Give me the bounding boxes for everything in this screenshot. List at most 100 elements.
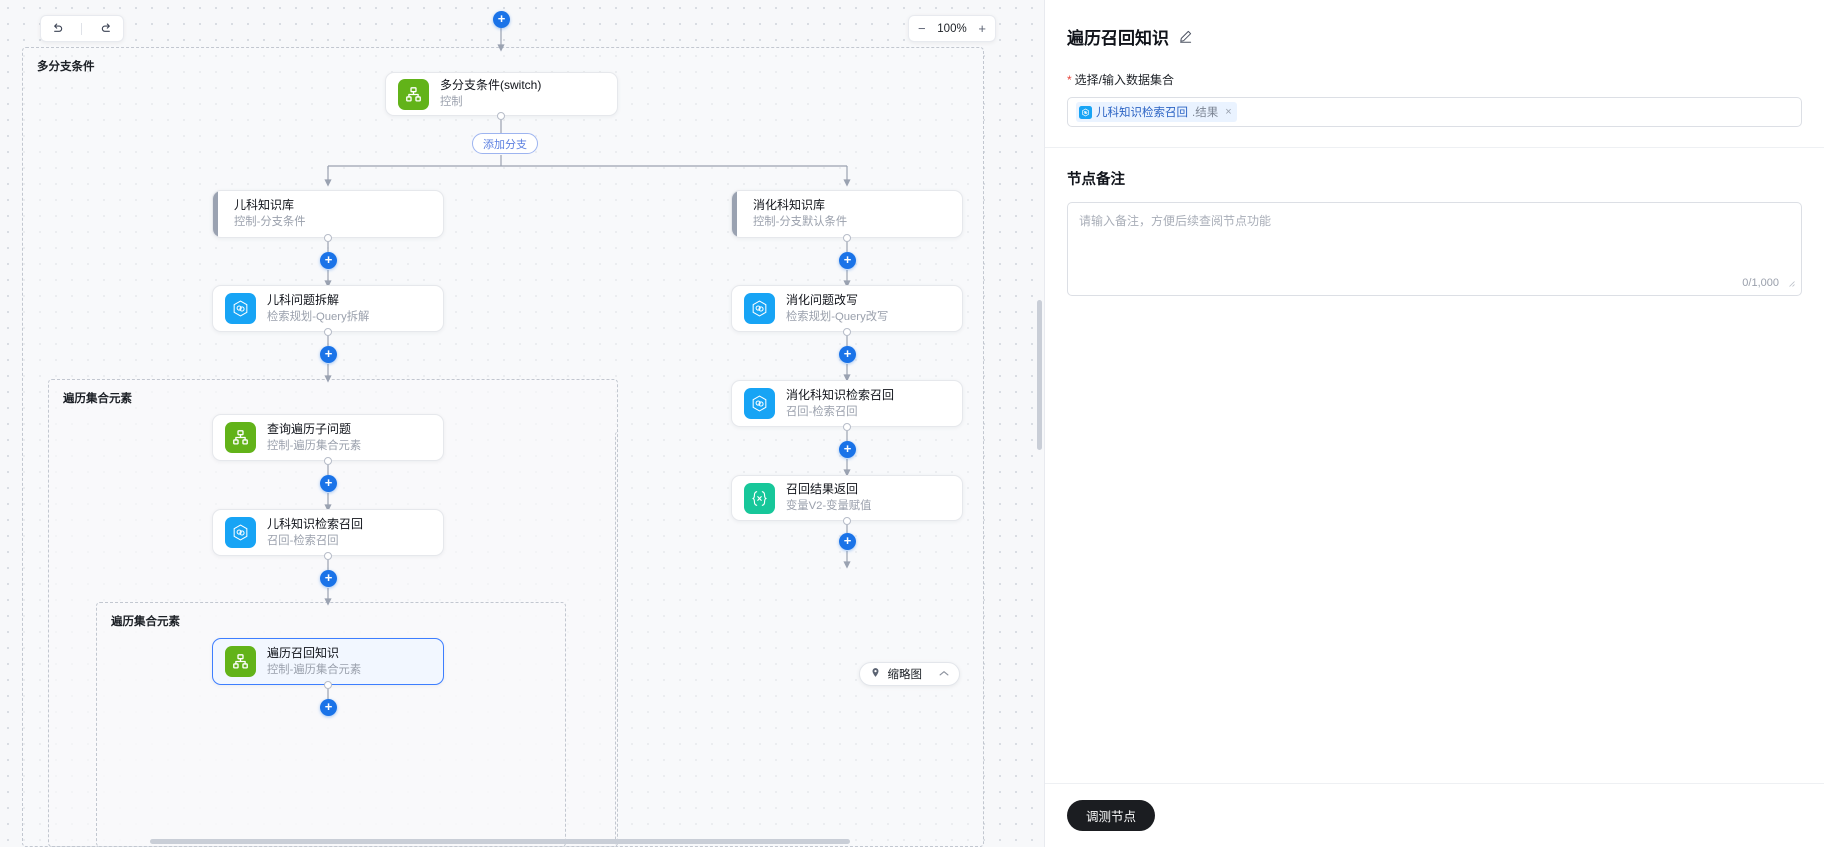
canvas-vertical-scrollbar[interactable] <box>1037 300 1042 450</box>
node-title: 消化科知识库 <box>753 198 826 212</box>
add-node-button-left-3[interactable]: + <box>320 475 337 492</box>
plus-icon: + <box>324 475 333 490</box>
node-subtitle: 检索规划-Query改写 <box>786 310 889 323</box>
hexagon-icon <box>744 293 775 324</box>
variable-chip-suffix: .结果 <box>1192 107 1219 119</box>
node-multi-branch-switch[interactable]: 多分支条件(switch) 控制 <box>385 72 618 116</box>
variable-chip-text: 儿科知识检索召回 <box>1096 107 1188 119</box>
hexagon-icon <box>1079 105 1092 119</box>
node-port-out[interactable] <box>843 328 851 336</box>
panel-header: 遍历召回知识 <box>1045 0 1824 49</box>
node-port-out[interactable] <box>843 423 851 431</box>
plus-icon: + <box>324 699 333 714</box>
add-branch-button[interactable]: 添加分支 <box>472 133 538 154</box>
note-textarea[interactable]: 请输入备注，方便后续查阅节点功能 0/1,000 <box>1067 202 1802 296</box>
node-title: 儿科问题拆解 <box>267 292 340 307</box>
plus-icon: + <box>843 346 852 361</box>
node-loop-recall-knowledge[interactable]: 遍历召回知识 控制-遍历集合元素 <box>212 638 444 685</box>
node-port-out[interactable] <box>497 112 505 120</box>
group-title: 多分支条件 <box>37 61 95 73</box>
required-asterisk: * <box>1067 73 1072 87</box>
plus-icon: + <box>324 570 333 585</box>
node-title: 召回结果返回 <box>786 482 859 496</box>
node-title: 儿科知识库 <box>234 198 295 212</box>
chevron-up-icon <box>939 669 949 680</box>
hexagon-icon <box>225 517 256 548</box>
node-port-out[interactable] <box>843 234 851 242</box>
node-subtitle: 检索规划-Query拆解 <box>267 310 370 323</box>
dataset-select-input[interactable]: 儿科知识检索召回 .结果 × <box>1067 97 1802 127</box>
pencil-edit-icon[interactable] <box>1178 29 1193 44</box>
dataset-label-text: 选择/输入数据集合 <box>1074 73 1175 87</box>
panel-footer: 调测节点 <box>1045 783 1824 847</box>
minimap-toggle[interactable]: 缩略图 <box>858 662 960 686</box>
add-node-button-left-2[interactable]: + <box>320 346 337 363</box>
node-loop-subquestions[interactable]: 查询遍历子问题 控制-遍历集合元素 <box>212 414 444 461</box>
note-char-counter: 0/1,000 <box>1742 277 1779 289</box>
add-node-button-right-2[interactable]: + <box>839 346 856 363</box>
add-node-button-left-1[interactable]: + <box>320 252 337 269</box>
dataset-field-label: *选择/输入数据集合 <box>1067 71 1802 88</box>
node-port-out[interactable] <box>324 681 332 689</box>
zoom-level-value: 100% <box>937 22 967 35</box>
redo-icon[interactable] <box>100 22 114 36</box>
plus-icon: + <box>843 441 852 456</box>
zoom-in-button[interactable]: + <box>978 21 986 36</box>
node-recall-result-return[interactable]: 召回结果返回 变量V2-变量赋值 <box>731 475 963 521</box>
zoom-out-button[interactable]: − <box>918 21 926 36</box>
node-subtitle: 控制-分支条件 <box>234 216 306 228</box>
add-node-button-left-5[interactable]: + <box>320 699 337 716</box>
group-title: 遍历集合元素 <box>63 393 132 405</box>
node-port-out[interactable] <box>324 328 332 336</box>
plus-icon: + <box>324 346 333 361</box>
zoom-toolbar: − 100% + <box>908 15 996 42</box>
node-branch-pediatrics[interactable]: 儿科知识库 控制-分支条件 <box>212 190 444 238</box>
node-port-out[interactable] <box>843 517 851 525</box>
panel-title-row: 遍历召回知识 <box>1067 24 1802 49</box>
node-config-panel: 遍历召回知识 *选择/输入数据集合 <box>1044 0 1824 847</box>
add-node-button-entry[interactable]: + <box>493 11 510 28</box>
sitemap-icon <box>225 646 256 677</box>
close-icon[interactable]: × <box>1225 106 1232 118</box>
node-recall-gastro[interactable]: 消化科知识检索召回 召回-检索召回 <box>731 380 963 427</box>
add-node-button-right-4[interactable]: + <box>839 533 856 550</box>
undo-icon[interactable] <box>50 22 64 36</box>
node-branch-gastro[interactable]: 消化科知识库 控制-分支默认条件 <box>731 190 963 238</box>
add-node-button-right-1[interactable]: + <box>839 252 856 269</box>
flow-canvas[interactable]: 多分支条件 遍历集合元素 遍历集合元素 + 多分支条件(switch <box>0 0 1044 847</box>
variable-chip[interactable]: 儿科知识检索召回 .结果 × <box>1076 102 1237 122</box>
node-title: 消化问题改写 <box>786 292 859 307</box>
sitemap-icon <box>398 78 429 110</box>
canvas-horizontal-scrollbar[interactable] <box>150 839 850 844</box>
note-section-title: 节点备注 <box>1067 172 1125 188</box>
node-port-out[interactable] <box>324 552 332 560</box>
group-right-divider <box>615 431 985 847</box>
node-port-out[interactable] <box>324 234 332 242</box>
location-pin-icon <box>870 665 881 683</box>
node-title: 遍历召回知识 <box>267 645 340 660</box>
node-subtitle: 变量V2-变量赋值 <box>786 500 872 512</box>
node-title: 多分支条件(switch) <box>440 78 542 92</box>
node-subtitle: 控制-分支默认条件 <box>753 216 848 228</box>
branch-accent-bar <box>732 191 737 237</box>
debug-node-button[interactable]: 调测节点 <box>1067 800 1156 831</box>
add-node-button-left-4[interactable]: + <box>320 570 337 587</box>
node-recall-pediatrics[interactable]: 儿科知识检索召回 召回-检索召回 <box>212 509 444 556</box>
node-subtitle: 召回-检索召回 <box>267 534 339 547</box>
node-port-out[interactable] <box>324 457 332 465</box>
node-query-split-pediatrics[interactable]: 儿科问题拆解 检索规划-Query拆解 <box>212 285 444 332</box>
note-section: 节点备注 请输入备注，方便后续查阅节点功能 0/1,000 <box>1045 148 1824 296</box>
node-subtitle: 召回-检索召回 <box>786 405 858 418</box>
node-title: 儿科知识检索召回 <box>267 516 364 531</box>
plus-icon: + <box>324 252 333 267</box>
sitemap-icon <box>225 422 256 453</box>
variable-icon <box>744 482 775 514</box>
hexagon-icon <box>225 293 256 324</box>
node-subtitle: 控制-遍历集合元素 <box>267 663 362 676</box>
node-subtitle: 控制 <box>440 96 463 108</box>
group-title: 遍历集合元素 <box>111 616 180 628</box>
resize-handle-icon[interactable] <box>1786 278 1795 290</box>
node-query-rewrite-gastro[interactable]: 消化问题改写 检索规划-Query改写 <box>731 285 963 332</box>
add-node-button-right-3[interactable]: + <box>839 441 856 458</box>
